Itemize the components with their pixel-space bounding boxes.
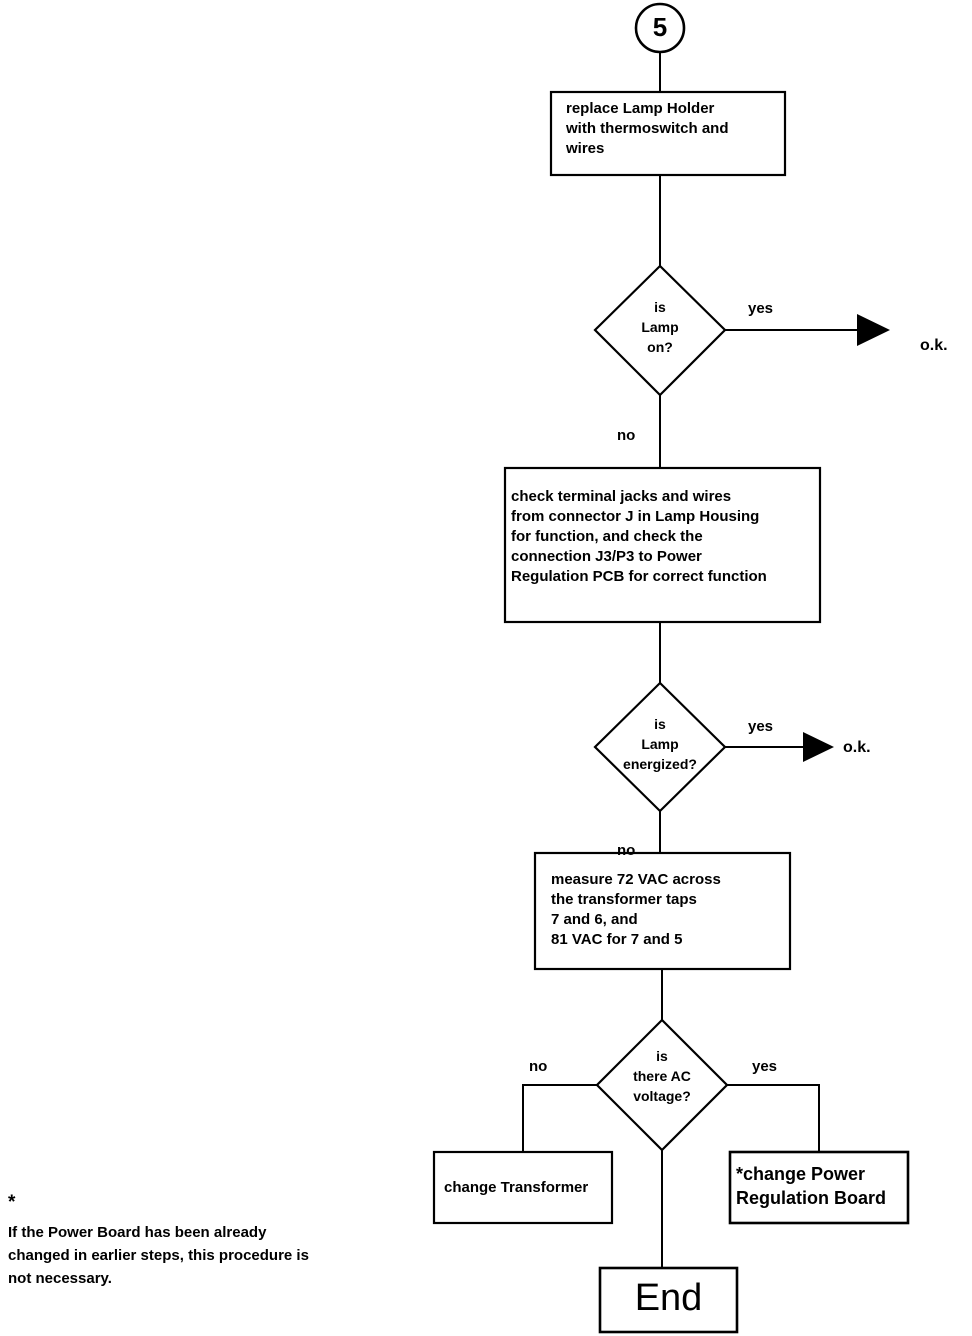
node-replace-lamp-holder-shape: [549, 90, 787, 177]
edge-label-lamp-energized-yes: yes: [748, 718, 774, 735]
node-measure-vac-shape: [533, 851, 792, 971]
arrowhead-lamp-energized-yes: [803, 732, 834, 762]
node-change-transformer-label: change Transformer: [444, 1179, 589, 1196]
node-change-transformer-shape: [432, 1150, 614, 1225]
edge-label-lamp-on-yes: yes: [748, 300, 774, 317]
arrowhead-lamp-on-yes: [857, 314, 890, 346]
node-change-power-board-shape: [728, 1150, 910, 1225]
edge-label-lamp-energized-no: no: [617, 842, 636, 859]
page-connector-label: 5: [652, 12, 668, 42]
node-is-there-ac-voltage-label: is there AC voltage?: [633, 1048, 691, 1104]
footnote-text: If the Power Board has been already chan…: [8, 1224, 309, 1287]
node-is-lamp-on-label: is Lamp on?: [641, 299, 679, 355]
edge-label-lamp-on-no: no: [617, 427, 636, 444]
node-end-shape: [598, 1266, 739, 1334]
outcome-ok-lamp-energized: o.k.: [843, 739, 871, 756]
outcome-ok-lamp-on: o.k.: [920, 337, 948, 354]
footnote-marker: *: [8, 1192, 16, 1213]
node-check-terminal-jacks-label: check terminal jacks and wires from conn…: [511, 488, 767, 586]
node-check-terminal-jacks-shape: [503, 466, 822, 624]
node-is-lamp-energized-label: is Lamp energized?: [623, 716, 697, 772]
node-measure-vac-label: measure 72 VAC across the transformer ta…: [551, 871, 721, 949]
edge-ac-voltage-no-line: [522, 1084, 597, 1152]
node-end-label: End: [634, 1277, 703, 1319]
edge-ac-voltage-yes-line: [727, 1084, 820, 1152]
edge-label-ac-voltage-no: no: [529, 1058, 548, 1075]
edge-label-ac-voltage-yes: yes: [752, 1058, 778, 1075]
node-change-power-board-label: *change Power Regulation Board: [736, 1164, 887, 1209]
node-replace-lamp-holder-label: replace Lamp Holder with thermoswitch an…: [566, 100, 729, 158]
